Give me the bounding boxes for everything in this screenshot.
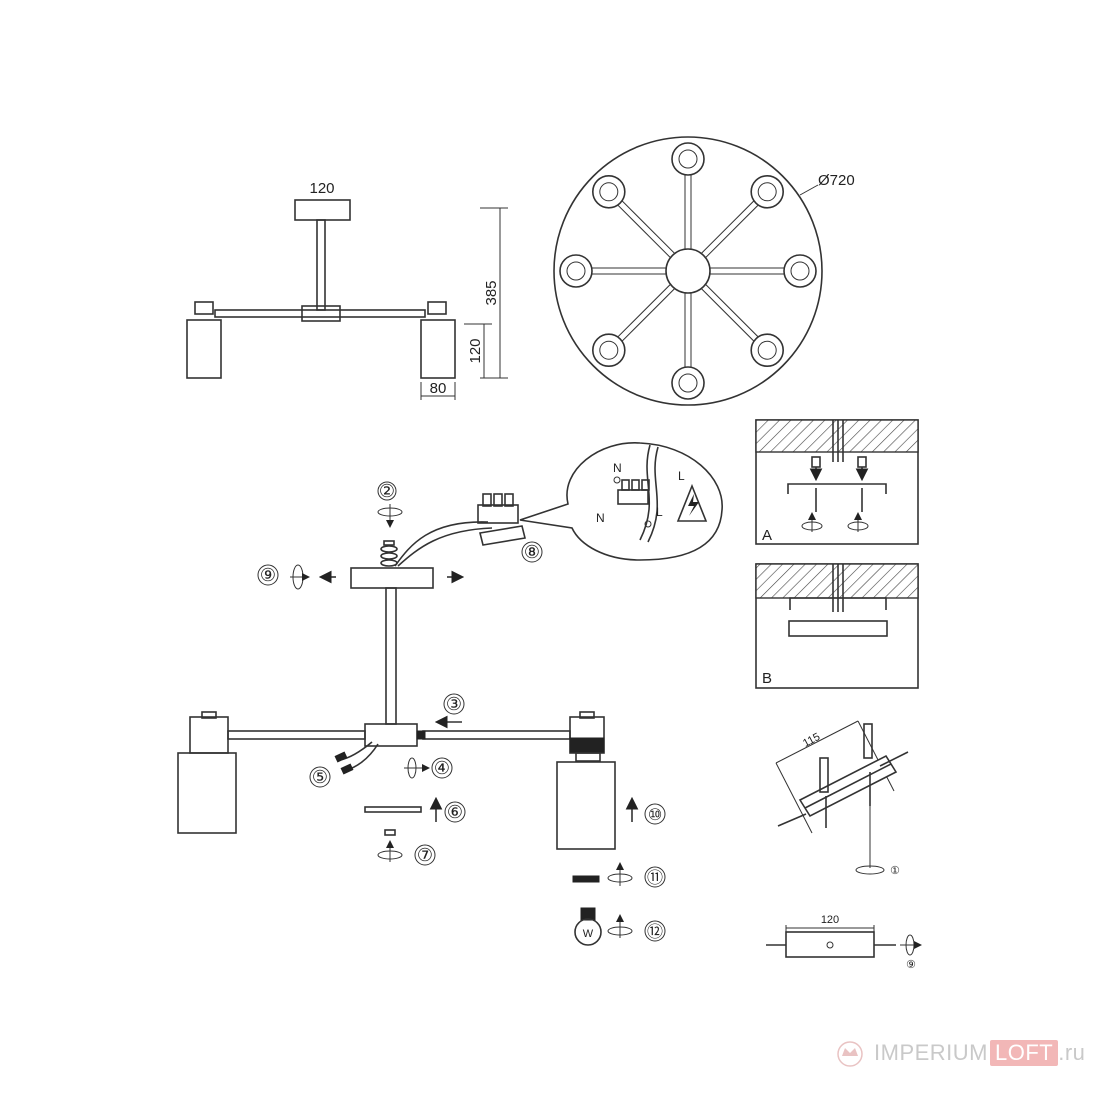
watermark-imperium: IMPERIUM [874,1040,988,1065]
horizontal-arm [214,309,426,318]
live-bottom-label: L [656,505,663,519]
top-view-arms [559,142,817,400]
step-3-label: ③ [446,694,462,714]
mounting-bar [788,620,888,637]
right-shade-cap [427,301,447,315]
right-shade [420,319,456,379]
step-9-label: ⑨ [260,565,276,585]
live-top-label: L [678,469,685,483]
top-view-shade-opening [678,149,698,169]
left-arm [227,730,366,740]
canopy-width-label: 120 [309,180,334,197]
wiring-callout: N L N L [519,442,723,561]
bracket-step-1-label: ① [890,865,900,877]
top-view-hub [665,248,711,294]
watermark-loft: LOFT [990,1040,1059,1066]
canopy [294,199,351,221]
left-shade-cap [194,301,214,315]
panel-a: A [755,419,919,545]
top-view-shade-opening [678,373,698,393]
top-view-shade [592,175,626,209]
neutral-top-label: N [613,461,622,475]
step-6-label: ⑥ [447,802,463,822]
step-2-marker: ② [377,481,403,528]
diameter-label: Ø720 [818,172,855,189]
top-view-shade [592,333,626,367]
lamp-ring [572,875,600,883]
step-6-marker: ⑥ [364,796,466,823]
bulb-icon [574,918,602,946]
shade-height-label: 120 [467,338,484,363]
step-3-marker: ③ [434,693,465,729]
terminal-block [477,493,526,546]
bulb-letter: W [583,928,594,940]
step-9-marker: ⑨ [257,564,310,590]
shade-width-label: 80 [430,380,447,397]
left-shade [186,319,222,379]
bar-width-label: 120 [821,914,839,926]
watermark: IMPERIUM LOFT .ru [832,1036,1085,1070]
top-view-shade [750,333,784,367]
right-arm [422,730,571,740]
right-lamp-shade [556,761,616,850]
step-4-label: ④ [434,758,450,778]
screw-stack [380,540,398,567]
bar-step-9-label: ⑨ [906,959,916,971]
panel-b-label: B [762,670,772,687]
top-view-shade [750,175,784,209]
top-view-shade-opening [566,261,586,281]
stem [316,219,326,311]
bracket-detail: 115 ① [775,720,909,877]
main-assembly-view: ② ⑧ [177,442,723,946]
assembly-hub [364,723,418,747]
step-4-marker: ④ [404,757,453,779]
top-view-shade [671,142,705,176]
step-10-label: ⑩ [648,807,662,824]
canopy-plate [350,567,434,589]
step-5-label: ⑤ [312,767,328,787]
watermark-tld: .ru [1058,1040,1086,1065]
top-view: Ø720 [553,136,855,406]
step-11-marker: ⑪ [572,862,666,888]
bar-detail: 120 ⑨ [766,914,922,971]
step-2-label: ② [379,481,395,501]
top-view-shade-opening [599,340,619,360]
step-12-label: ⑫ [647,923,663,941]
assembly-stem [385,587,397,725]
total-height-label: 385 [483,280,500,305]
side-elevation-view: 120 385 120 80 [186,180,508,400]
left-lamp-shade [177,752,237,834]
top-view-shade-opening [757,340,777,360]
top-view-shade [671,366,705,400]
panel-a-label: A [762,527,772,544]
panel-b: B [755,563,919,689]
mounting-bar-detail [785,931,875,958]
lightning-icon [688,494,699,516]
glass-rod [364,806,422,813]
step-8-label: ⑧ [524,542,540,562]
step-7-label: ⑦ [417,845,433,865]
step-11-label: ⑪ [647,869,663,887]
top-view-shade [783,254,817,288]
crown-logo-icon [837,1041,863,1067]
outer-diameter-circle [553,136,823,406]
neutral-bottom-label: N [596,511,605,525]
left-lamp-holder [189,716,229,754]
top-view-shade [559,254,593,288]
top-view-shade-opening [599,182,619,202]
bracket-spacing-label: 115 [801,731,822,750]
electric-warning-icon [676,483,708,522]
step-7-marker: ⑦ [377,829,436,866]
top-view-shade-opening [757,182,777,202]
center-hub [301,305,341,322]
step-12-marker: W ⑫ [574,907,666,946]
top-view-shade-opening [790,261,810,281]
